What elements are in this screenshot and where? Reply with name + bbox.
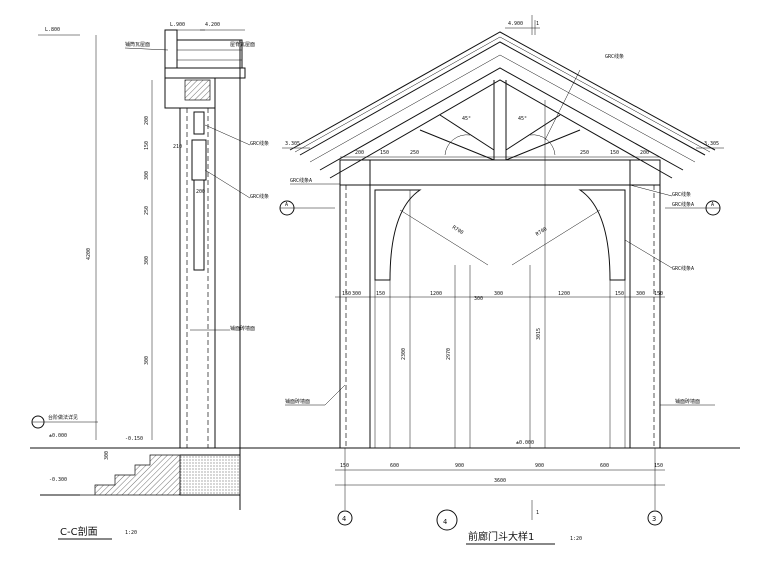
top-dim-0: 200 [355, 150, 364, 156]
section-scale: 1:20 [125, 530, 137, 536]
angle-0: 45° [462, 116, 471, 122]
axis-right: 3 [652, 515, 656, 523]
mid-dim-8: 150 [654, 291, 663, 297]
elev-ground-left: -0.150 [125, 436, 143, 442]
bottom-dim-3: 900 [535, 463, 544, 469]
radius-left: R700 [451, 225, 464, 236]
axis-left: 4 [342, 515, 346, 523]
label-right-note: GRC线条A [672, 265, 694, 272]
label-ridge: 屋脊瓦屋面 [230, 41, 255, 48]
center-dim: 300 [474, 296, 483, 302]
total-dim: 3600 [494, 478, 506, 484]
bottom-dim-2: 900 [455, 463, 464, 469]
section-cut-top: 1 [536, 21, 539, 27]
vdim-1: 2970 [446, 348, 452, 360]
label-grc-top: GRC线条 [605, 53, 624, 60]
top-dim-1: 150 [380, 150, 389, 156]
elev-top-a: L.800 [45, 27, 60, 33]
dim-stack-1: 150 [144, 141, 150, 150]
vdim-0: 2300 [401, 348, 407, 360]
detail-title: 前廊门斗大样1 [468, 530, 534, 543]
dim-stack-2: 300 [144, 171, 150, 180]
section-cut-bottom: 1 [536, 510, 539, 516]
label-wall: 铺面砖墙面 [230, 325, 255, 332]
section-a-right: A [711, 202, 714, 208]
elev-base-left: -0.300 [49, 477, 67, 483]
mid-dim-7: 300 [636, 291, 645, 297]
small-dim-0: 210 [173, 144, 182, 150]
dim-stack-0: 200 [144, 116, 150, 125]
label-grc-c: GRC线条A [672, 201, 694, 208]
label-tile-left: 铺面砖墙面 [285, 398, 310, 405]
bottom-dim-1: 600 [390, 463, 399, 469]
total-height-dim: 4200 [86, 248, 92, 260]
elevation-detail: 4.900 3.305 3.305 45° 45° GRC线条 [279, 15, 740, 545]
label-grc-a: GRC线条A [290, 177, 312, 184]
radius-right: R700 [535, 226, 548, 237]
mid-dim-0: 150 [342, 291, 351, 297]
label-top-fill: 铺筒瓦屋面 [125, 41, 150, 48]
bottom-dim-4: 600 [600, 463, 609, 469]
elev-ridge: 4.900 [508, 21, 523, 27]
section-title: C-C剖面 [60, 525, 98, 538]
label-grc-2: GRC线条 [250, 193, 269, 200]
top-dim-5: 200 [640, 150, 649, 156]
label-grc-1: GRC线条 [250, 140, 269, 147]
label-step: 台阶做法详见 [48, 414, 78, 421]
mid-dim-6: 150 [615, 291, 624, 297]
top-dim-2: 250 [410, 150, 419, 156]
step-dim: 300 [104, 451, 110, 460]
top-dim-4: 150 [610, 150, 619, 156]
top-dim-3: 250 [580, 150, 589, 156]
mid-dim-3: 1200 [430, 291, 442, 297]
mid-dim-4: 300 [494, 291, 503, 297]
elev-eave-left: 3.305 [285, 141, 300, 147]
small-dim-1: 200 [196, 189, 205, 195]
dim-stack-5: 300 [144, 356, 150, 365]
label-grc-b: GRC线条 [672, 191, 691, 198]
detail-scale: 1:20 [570, 536, 582, 542]
bottom-dim-5: 150 [654, 463, 663, 469]
elev-top-c: 4.200 [205, 22, 220, 28]
dim-stack-3: 250 [144, 206, 150, 215]
vdim-2: 3015 [536, 328, 542, 340]
bottom-dim-0: 150 [340, 463, 349, 469]
elev-zero-left: ±0.000 [49, 433, 67, 439]
section-a-left: A [285, 202, 288, 208]
section-cc: L.800 L.900 4.200 4200 铺筒瓦屋面 屋脊瓦屋面 200 1… [30, 22, 330, 540]
elev-top-b: L.900 [170, 22, 185, 28]
dim-stack-4: 300 [144, 256, 150, 265]
mid-dim-2: 150 [376, 291, 385, 297]
mid-dim-5: 1200 [558, 291, 570, 297]
detail-index: 4 [443, 518, 447, 526]
elev-zero-right: ±0.000 [516, 440, 534, 446]
angle-1: 45° [518, 116, 527, 122]
elev-eave-right: 3.305 [704, 141, 719, 147]
mid-dim-1: 300 [352, 291, 361, 297]
label-tile-right: 铺面砖墙面 [675, 398, 700, 405]
